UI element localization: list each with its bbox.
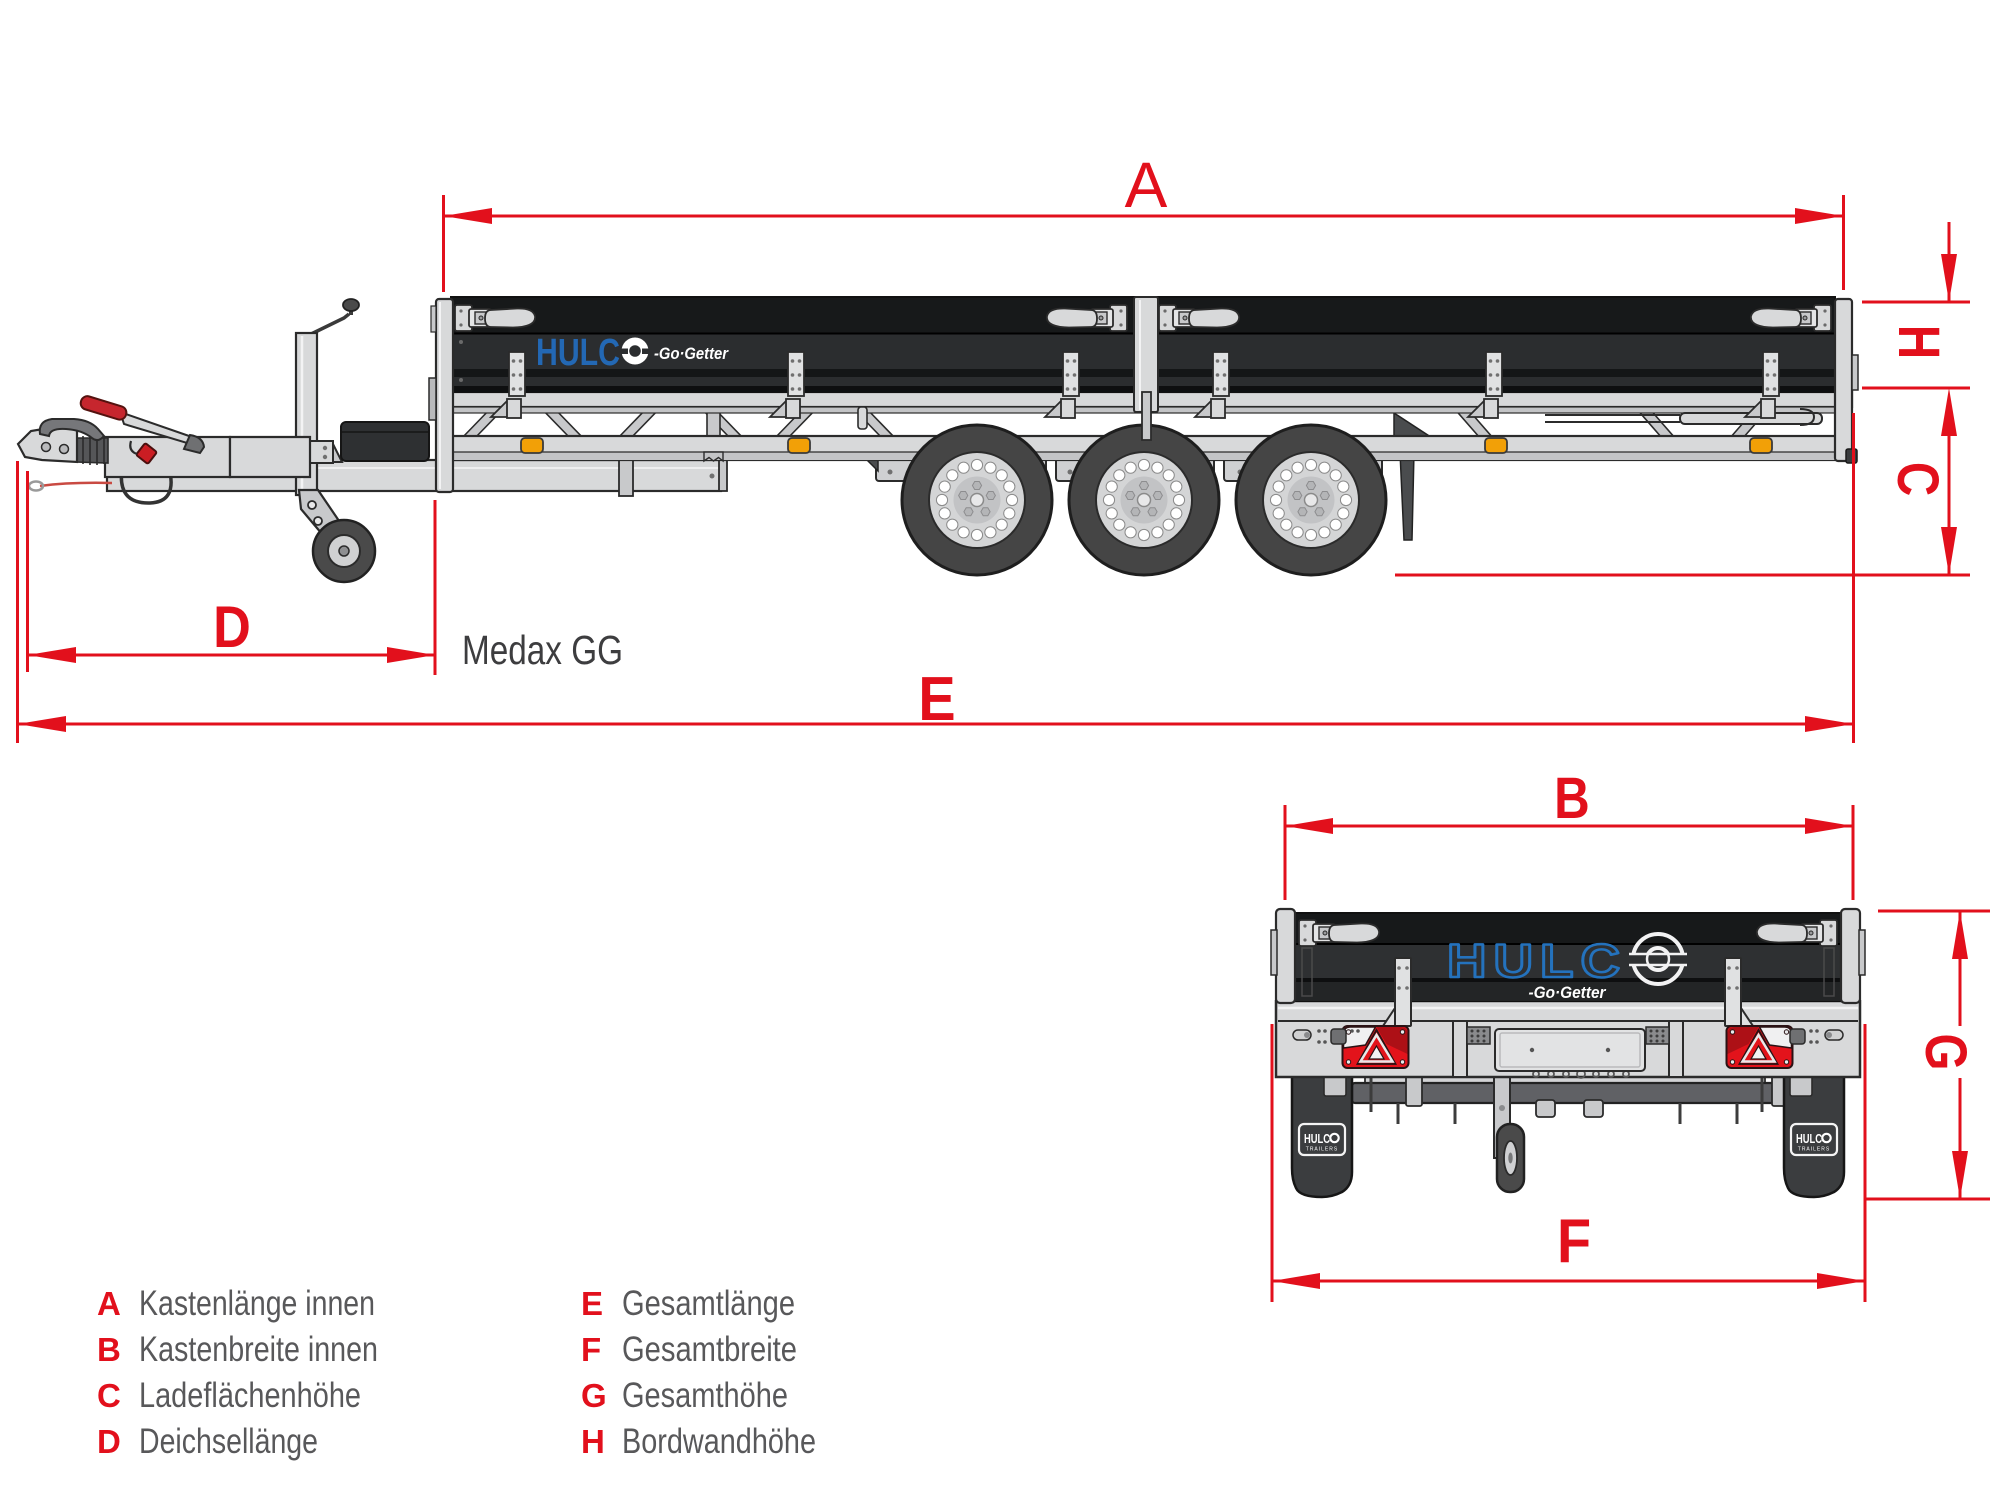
svg-text:C: C: [97, 1377, 121, 1414]
svg-text:E: E: [918, 665, 955, 733]
svg-text:HULC: HULC: [536, 332, 620, 374]
svg-text:B: B: [97, 1331, 121, 1368]
svg-text:Gesamtbreite: Gesamtbreite: [622, 1330, 797, 1369]
svg-text:F: F: [581, 1331, 601, 1368]
svg-text:HULC: HULC: [1447, 934, 1627, 987]
svg-text:Bordwandhöhe: Bordwandhöhe: [622, 1422, 816, 1461]
svg-text:G: G: [1913, 1034, 1978, 1071]
svg-text:Ladeflächenhöhe: Ladeflächenhöhe: [139, 1376, 361, 1415]
svg-text:-Go·Getter: -Go·Getter: [1529, 983, 1607, 1002]
svg-text:H: H: [581, 1423, 605, 1460]
svg-text:C: C: [1885, 462, 1950, 496]
svg-text:G: G: [581, 1377, 607, 1414]
svg-text:A: A: [1125, 149, 1168, 221]
svg-text:H: H: [1886, 325, 1951, 359]
svg-text:Gesamtlänge: Gesamtlänge: [622, 1284, 795, 1323]
svg-text:Medax GG: Medax GG: [462, 627, 623, 673]
svg-text:Deichsellänge: Deichsellänge: [139, 1422, 318, 1461]
svg-text:B: B: [1554, 766, 1590, 831]
svg-text:Gesamthöhe: Gesamthöhe: [622, 1376, 788, 1415]
svg-text:E: E: [581, 1285, 603, 1322]
svg-text:Kastenbreite innen: Kastenbreite innen: [139, 1330, 378, 1369]
svg-text:F: F: [1557, 1207, 1591, 1275]
svg-text:-Go·Getter: -Go·Getter: [654, 344, 729, 363]
svg-text:A: A: [97, 1285, 121, 1322]
svg-text:D: D: [213, 594, 251, 659]
svg-text:D: D: [97, 1423, 121, 1460]
svg-text:Kastenlänge innen: Kastenlänge innen: [139, 1284, 375, 1323]
